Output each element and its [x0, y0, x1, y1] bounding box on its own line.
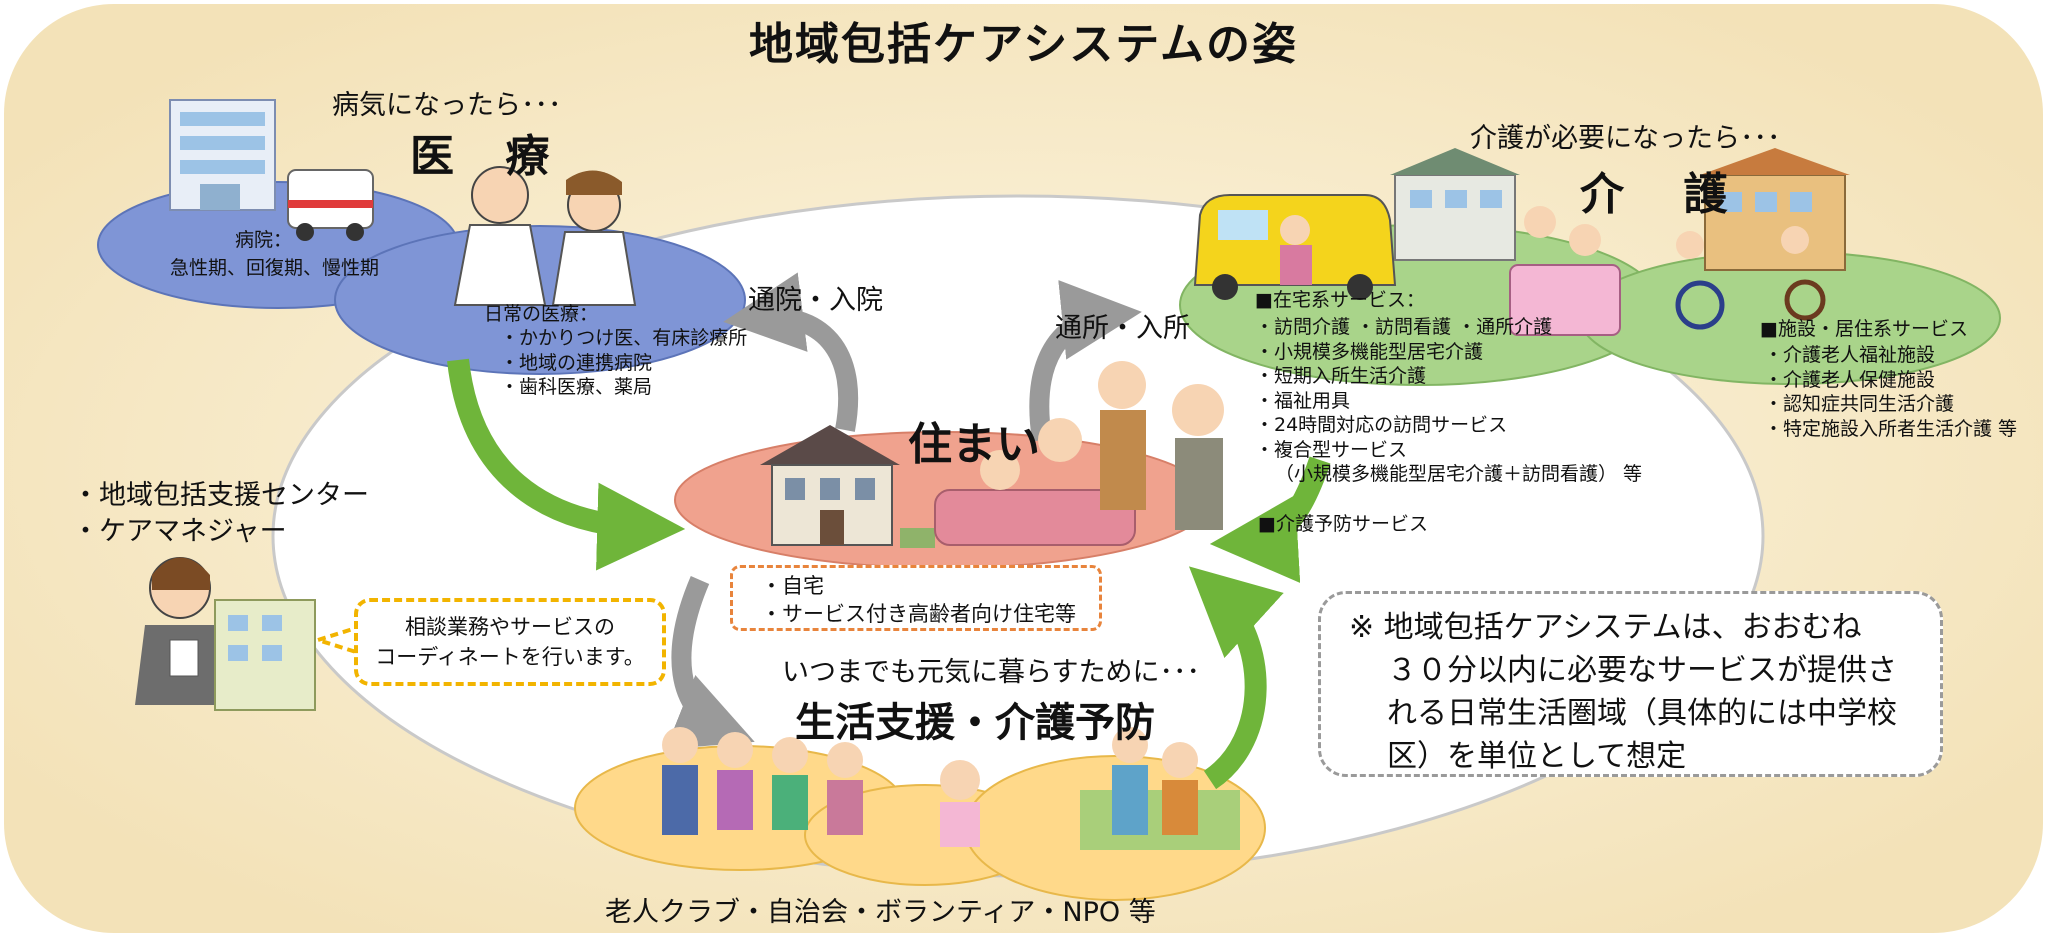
bathing-care-illustration — [1509, 206, 1621, 336]
wheelchair-icon — [1675, 226, 1826, 330]
scope-note: ※ 地域包括ケアシステムは、おおむね ３０分以内に必要なサービスが提供さ れる日… — [1318, 591, 1943, 777]
facility-item: ・特定施設入所者生活介護 等 — [1764, 417, 2018, 440]
home-service-item: ・24時間対応の訪問サービス — [1255, 414, 1508, 436]
arrow-home-to-living — [665, 576, 755, 750]
note-line: れる日常生活圏域（具体的には中学校 — [1387, 696, 1897, 731]
daily-care-list: ・かかりつけ医、有床診療所 ・地域の連携病院 ・歯科医療、薬局 — [500, 326, 747, 400]
page-title: 地域包括ケアシステムの姿 — [749, 19, 1298, 70]
arrow-home-to-care — [1029, 280, 1142, 442]
facility-services-title: ■施設・居住系サービス — [1760, 318, 1968, 340]
note-line: ※ 地域包括ケアシステムは、おおむね — [1349, 610, 1862, 645]
home-service-item: ・福祉用具 — [1255, 389, 1351, 412]
daily-care-item: ・地域の連携病院 — [500, 351, 653, 374]
care-van-icon — [1193, 194, 1397, 300]
housing-type: ・自宅 — [761, 574, 824, 598]
arrow-home-to-medical — [723, 272, 859, 432]
arrow-medical-to-home — [447, 358, 686, 571]
living-heading: 生活支援・介護予防 — [795, 700, 1155, 746]
facility-item: ・介護老人保健施設 — [1764, 368, 1936, 391]
home-services-title: ■在宅系サービス： — [1255, 289, 1425, 311]
flow-hospital-label: 通院・入院 — [748, 285, 883, 316]
daily-care-title: 日常の医療： — [484, 303, 599, 325]
doctors-illustration — [453, 166, 637, 306]
facility-services-list: ・介護老人福祉施設 ・介護老人保健施設 ・認知症共同生活介護 ・特定施設入所者生… — [1764, 343, 2017, 441]
daily-care-item: ・かかりつけ医、有床診療所 — [500, 327, 748, 349]
housing-type: ・サービス付き高齢者向け住宅等 — [761, 602, 1076, 626]
facility-item: ・認知症共同生活介護 — [1764, 393, 1955, 415]
care-lead: 介護が必要になったら･･･ — [1470, 123, 1781, 154]
note-line: 区）を単位として想定 — [1387, 739, 1687, 774]
coordination-line: コーディネートを行います。 — [375, 645, 645, 669]
arrow-living-to-home — [1188, 566, 1284, 790]
support-center-building — [214, 599, 316, 711]
home-services-list: ・訪問介護 ・訪問看護 ・通所介護 ・小規模多機能型居宅介護 ・短期入所生活介護… — [1255, 315, 1642, 487]
arrow-care-to-home — [1209, 456, 1331, 583]
medical-heading: 医 療 — [410, 131, 568, 182]
coordination-line: 相談業務やサービスの — [405, 615, 615, 639]
support-center-label: ・地域包括支援センター — [72, 480, 369, 511]
care-home-building — [1390, 148, 1520, 261]
home-service-item: ・小規模多機能型居宅介護 — [1255, 340, 1484, 363]
facility-item: ・介護老人福祉施設 — [1764, 344, 1936, 366]
volunteer-illustration — [1080, 727, 1240, 850]
flow-daycare-label: 通所・入所 — [1055, 313, 1190, 344]
hospital-types: 急性期、回復期、慢性期 — [170, 257, 380, 279]
bubble-pointer — [311, 625, 358, 655]
elderly-club-illustration — [662, 727, 863, 835]
note-line: ３０分以内に必要なサービスが提供さ — [1387, 653, 1897, 688]
living-footer: 老人クラブ・自治会・ボランティア・NPO 等 — [605, 897, 1156, 928]
care-heading: 介 護 — [1580, 169, 1750, 220]
house-illustration — [760, 425, 935, 548]
exercise-illustration — [940, 760, 980, 847]
daily-care-item: ・歯科医療、薬局 — [500, 376, 653, 398]
medical-lead: 病気になったら･･･ — [332, 90, 562, 121]
home-service-item: ・訪問介護 ・訪問看護 ・通所介護 — [1255, 316, 1553, 338]
hospital-illustration — [169, 99, 276, 211]
housing-heading: 住まい — [908, 419, 1040, 470]
prevention-services: ■介護予防サービス — [1258, 513, 1428, 535]
family-illustration — [934, 361, 1224, 546]
housing-types-box: ・自宅 ・サービス付き高齢者向け住宅等 — [730, 565, 1102, 631]
living-lead: いつまでも元気に暮らすために･･･ — [782, 657, 1200, 688]
home-service-item: （小規模多機能型居宅介護＋訪問看護） 等 — [1275, 463, 1643, 485]
ambulance-icon — [287, 169, 374, 241]
care-manager-illustration — [135, 557, 225, 705]
nursing-facility-building — [1700, 148, 1850, 271]
care-manager-label: ・ケアマネジャー — [72, 516, 287, 547]
coordination-bubble: 相談業務やサービスの コーディネートを行います。 — [354, 598, 666, 686]
hospital-label: 病院： — [235, 229, 293, 251]
home-service-item: ・短期入所生活介護 — [1255, 365, 1427, 387]
home-service-item: ・複合型サービス — [1255, 438, 1408, 461]
